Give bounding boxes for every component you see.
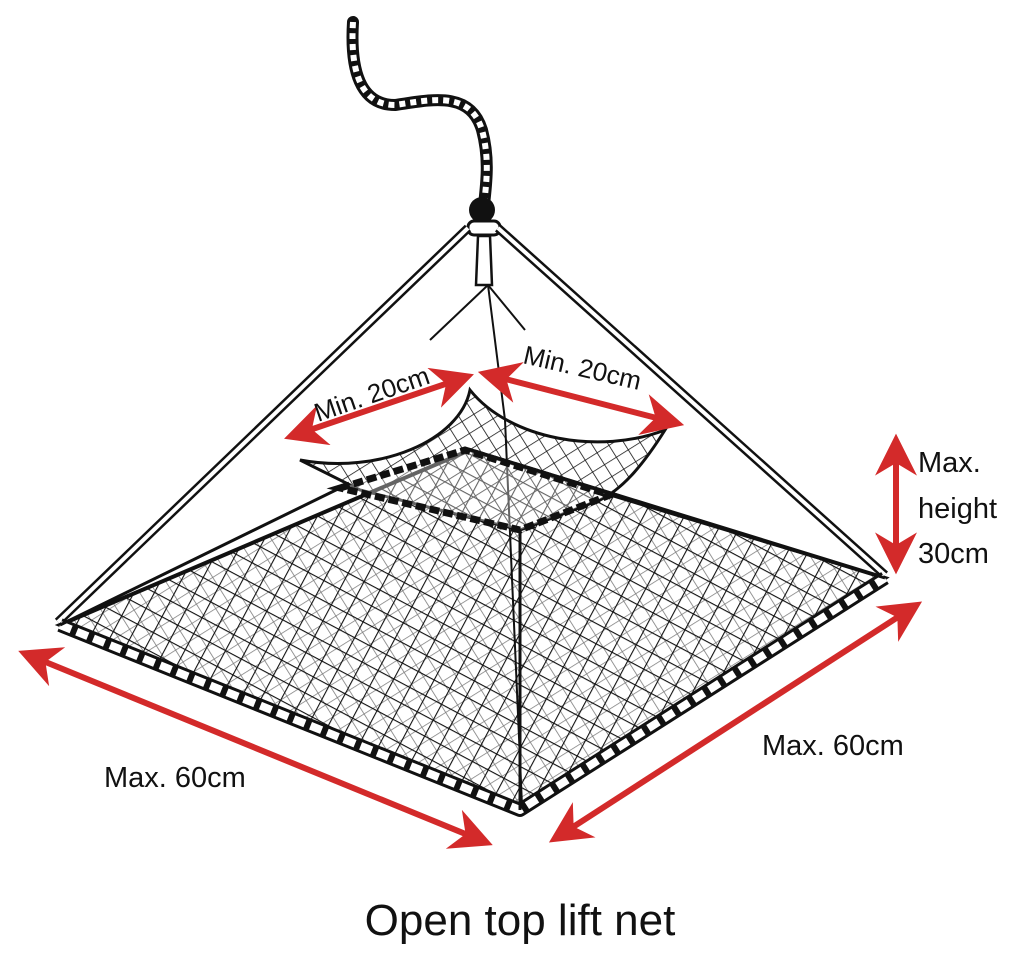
dimension-arrows	[18, 362, 923, 849]
arrow-bottom-left	[18, 647, 493, 849]
label-height-line2: height	[918, 493, 997, 525]
arrow-top-right	[477, 362, 685, 435]
float-ball-icon	[466, 197, 502, 287]
pyramid-frame	[54, 224, 889, 806]
label-height-line3: 30cm	[918, 538, 989, 570]
label-bottom-left: Max. 60cm	[104, 762, 246, 794]
arrow-bottom-right	[548, 601, 923, 843]
label-height-line1: Max.	[918, 447, 981, 479]
label-bottom-right: Max. 60cm	[762, 730, 904, 762]
diagram-title: Open top lift net	[365, 896, 676, 945]
label-top-left: Min. 20cm	[310, 360, 433, 427]
mesh-net	[54, 386, 890, 817]
arrow-top-left	[284, 367, 474, 446]
rope-icon	[346, 16, 493, 211]
